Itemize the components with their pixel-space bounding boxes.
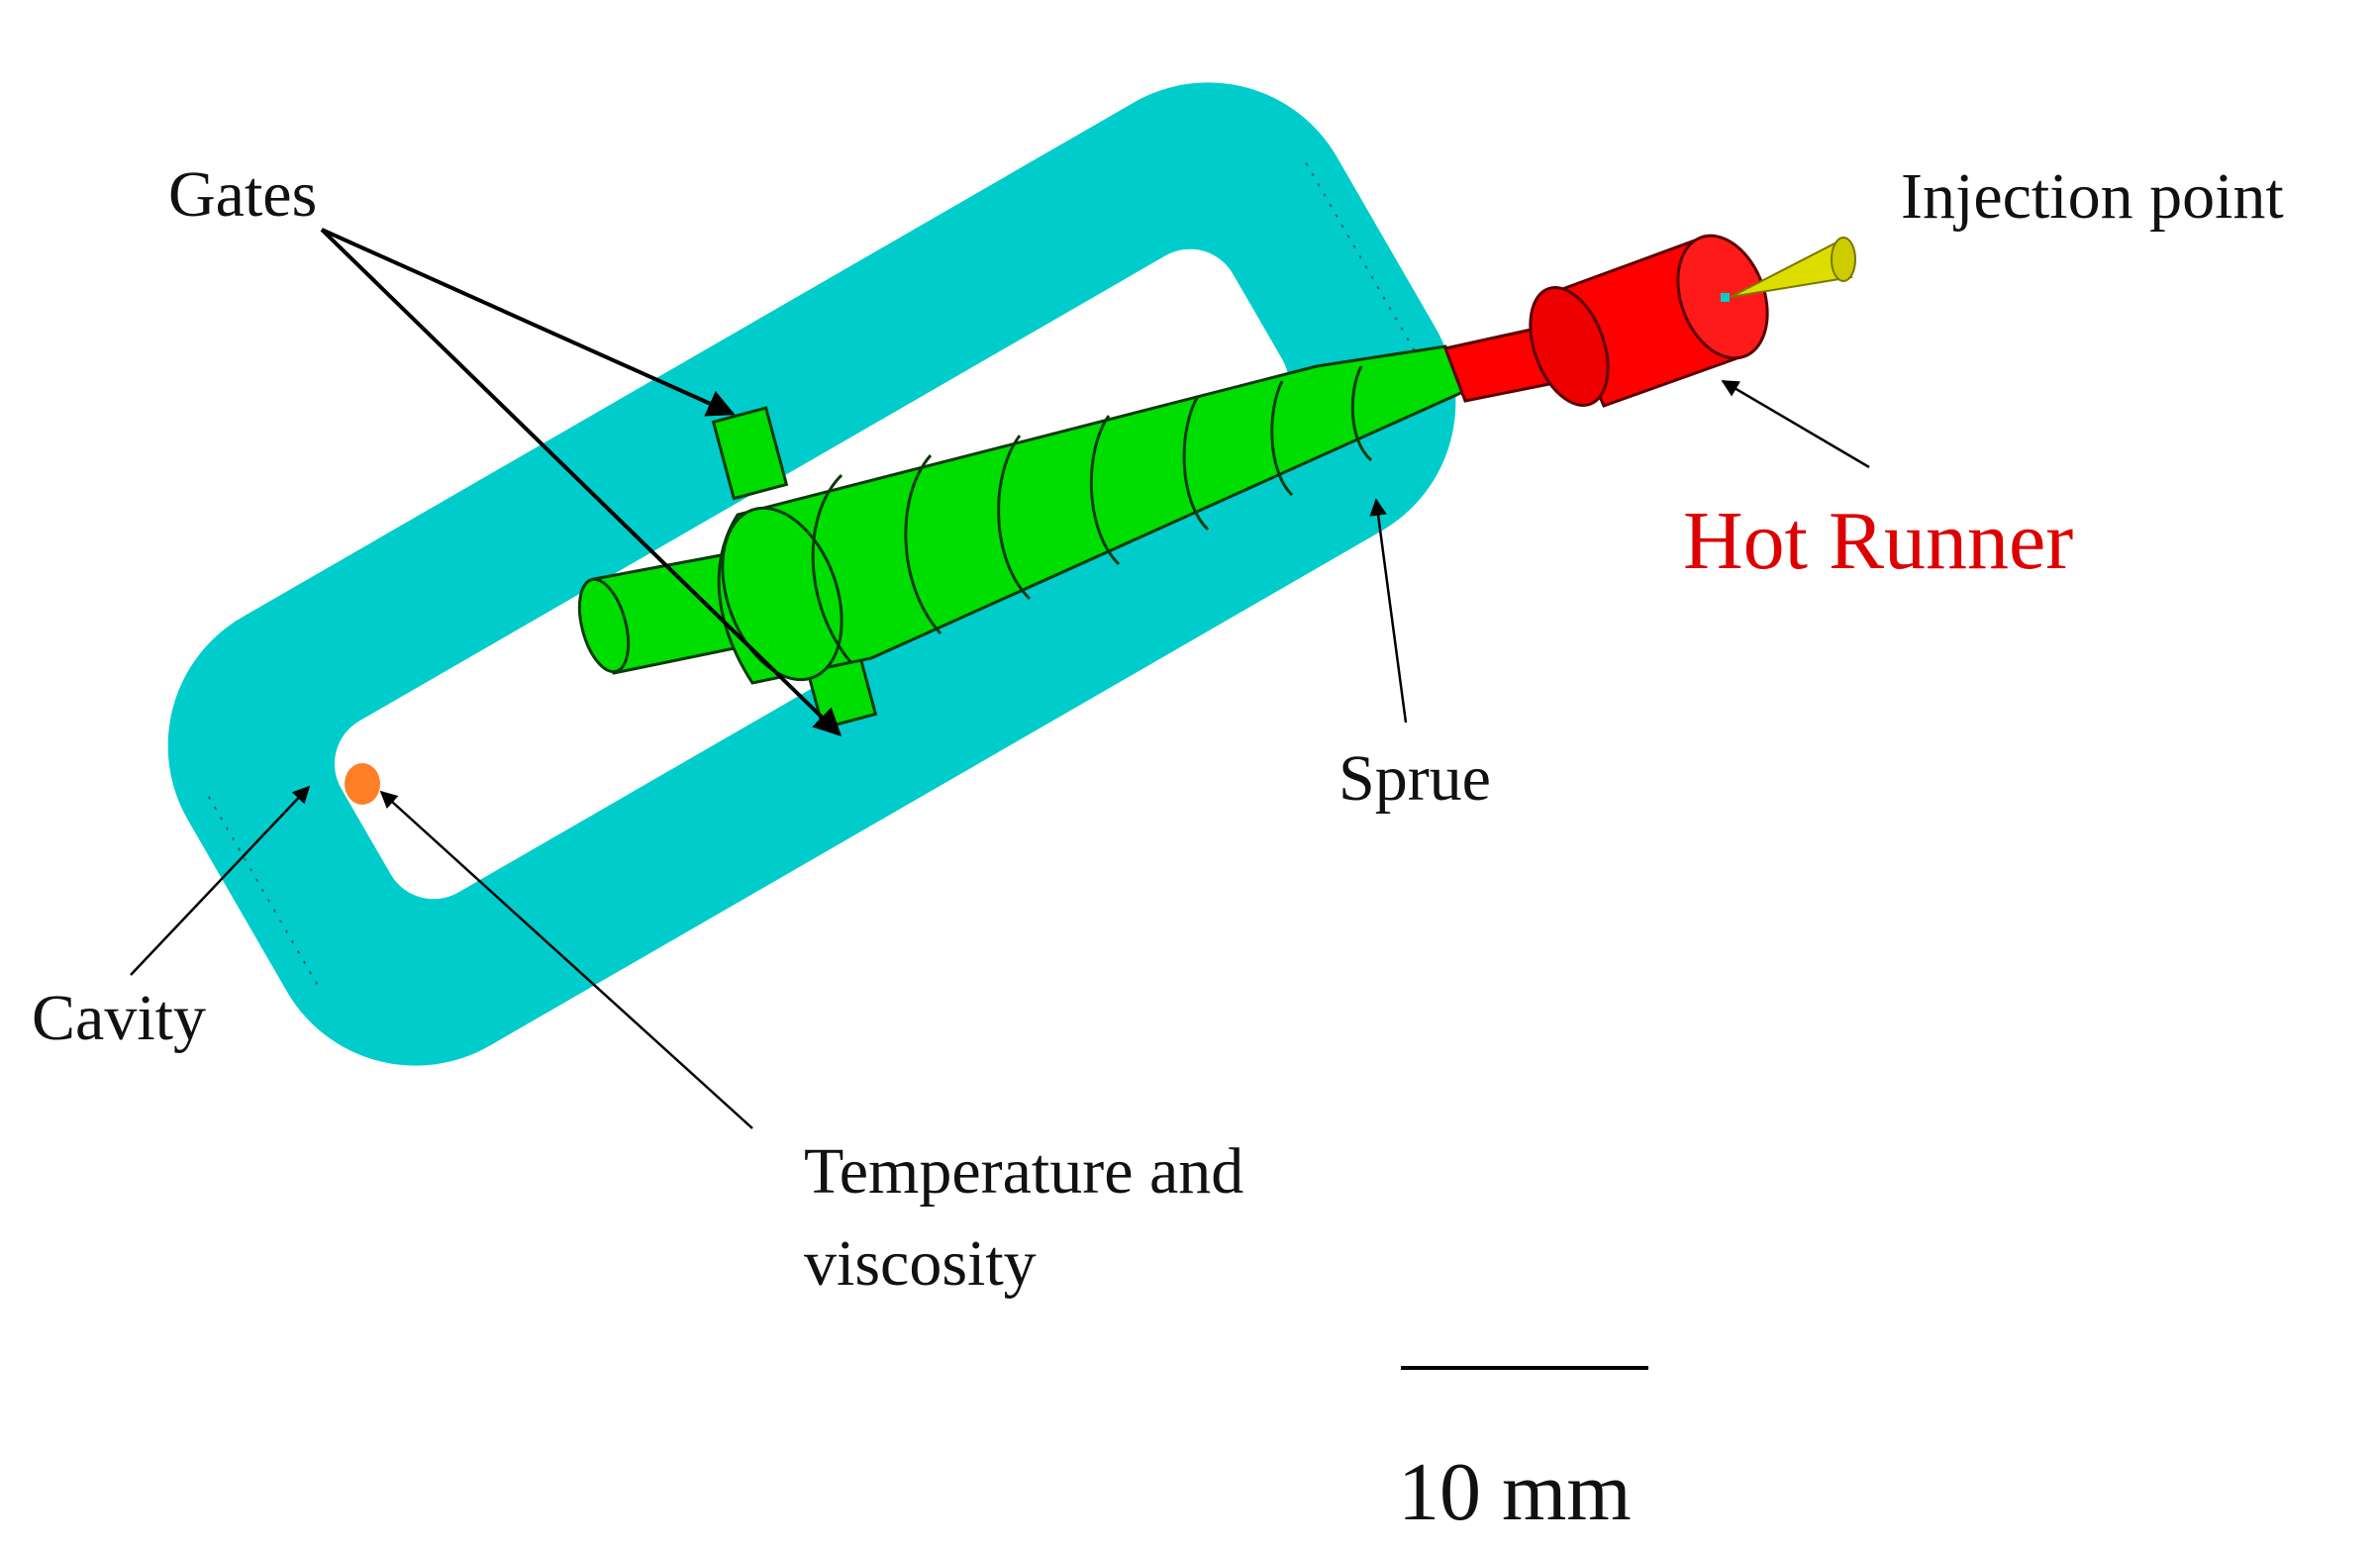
cavity-arrow	[130, 785, 311, 976]
sensor-point	[345, 763, 380, 805]
hot-runner-arrow	[1721, 379, 1870, 469]
label-sprue: Sprue	[1339, 742, 1491, 815]
sprue-assembly	[577, 344, 1467, 730]
hot-runner	[1442, 234, 1769, 408]
gate-top	[711, 406, 789, 501]
label-scale: 10 mm	[1398, 1446, 1632, 1538]
sprue-arrow	[1369, 498, 1408, 724]
label-temperature-line1: Temperature and	[804, 1135, 1243, 1208]
temperature-arrow	[379, 790, 753, 1129]
cavity-ring	[167, 82, 1456, 1066]
label-hot-runner: Hot Runner	[1683, 495, 2073, 587]
label-temperature-line2: viscosity	[804, 1227, 1037, 1300]
leader-lines	[130, 228, 1870, 1129]
gates-arrow-top	[321, 228, 736, 417]
label-cavity: Cavity	[32, 982, 206, 1054]
gates-arrow-bottom	[320, 228, 843, 736]
label-gates: Gates	[168, 158, 317, 231]
label-injection-point: Injection point	[1901, 160, 2284, 233]
